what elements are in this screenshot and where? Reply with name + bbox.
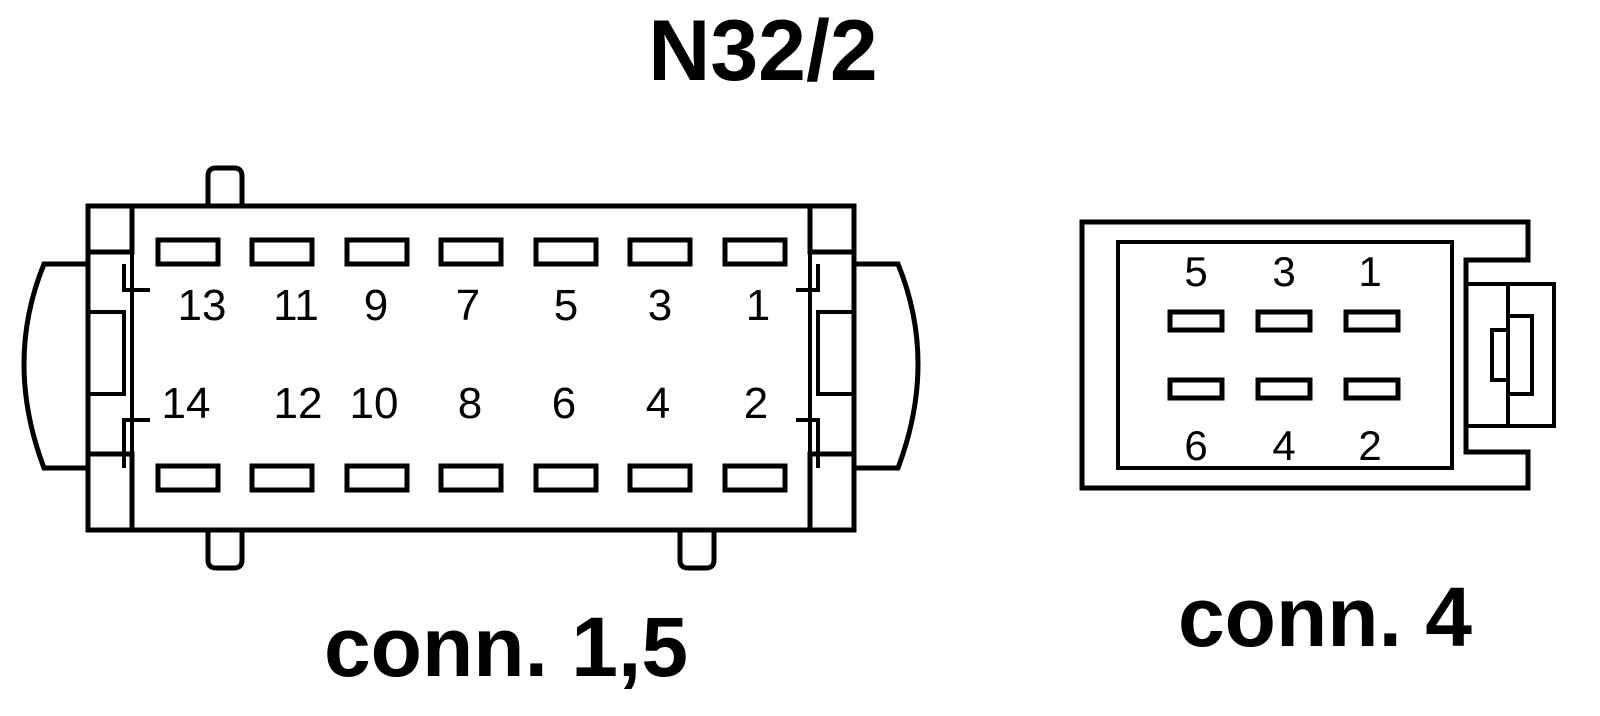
connector-a-corner [807,203,857,255]
connector-a-tab-bottom-right [677,530,717,571]
pin-slot [533,463,599,493]
diagram-title: N32/2 [648,3,878,99]
pin-slot [722,463,788,493]
pin-number: 2 [744,379,768,428]
connector-a-bottom-numbers: 14 12 10 8 6 4 2 [162,379,769,428]
connector-a-latch-right [796,264,820,292]
pin-number: 10 [350,379,399,428]
pin-number: 1 [1358,248,1381,295]
connector-a-latch-right [796,418,820,468]
pin-slot [249,463,315,493]
connector-a-top-slots [155,237,788,267]
connector-a: 13 11 9 7 5 3 1 14 12 10 8 6 4 2 [21,165,921,571]
pin-number: 12 [274,379,323,428]
pin-slot [344,463,410,493]
pin-slot [438,237,504,267]
pin-number: 11 [273,281,319,330]
pin-slot [627,237,693,267]
connector-a-housing [85,203,857,533]
pin-slot [438,463,504,493]
pin-number: 9 [364,281,388,330]
connector-a-bottom-slots [155,463,788,493]
connector-a-corner [85,451,135,533]
connector-a-latch-left [21,261,88,471]
pin-slot [1167,377,1225,401]
pin-slot [155,463,221,493]
pin-number: 7 [456,281,480,330]
connector-a-latch-right [816,310,854,396]
pin-number: 14 [162,379,211,428]
pin-number: 3 [648,281,672,330]
pin-number: 4 [1272,422,1295,469]
pin-slot [344,237,410,267]
pin-slot [1255,309,1313,333]
connector-b: 5 3 1 6 4 2 [1079,219,1556,491]
pin-slot [1167,309,1225,333]
connector-b-latch [1490,328,1510,382]
connector-a-latch-left [88,310,126,396]
connector-a-latch-right [854,261,921,471]
connector-a-corner [85,203,135,255]
pin-slot [1343,309,1401,333]
connector-b-caption: conn. 4 [1178,570,1472,664]
pin-slot [249,237,315,267]
pin-slot [1343,377,1401,401]
connector-a-latch-left [122,418,150,468]
connector-b-latch [1508,314,1534,396]
connector-a-caption: conn. 1,5 [324,600,688,694]
pin-slot [627,463,693,493]
connector-a-latch-left [122,264,150,292]
connector-a-corner [807,451,857,533]
pin-number: 5 [554,281,578,330]
pin-number: 8 [458,379,482,428]
pin-number: 4 [646,379,670,428]
connector-a-top-numbers: 13 11 9 7 5 3 1 [178,281,771,330]
connector-b-inner-frame [1116,240,1454,470]
connector-a-tab-bottom-left [205,530,245,571]
pin-number: 6 [1184,422,1207,469]
pin-slot [1255,377,1313,401]
connector-b-housing [1079,219,1531,491]
connector-a-tab-top [205,165,245,206]
pin-slot [533,237,599,267]
pin-number: 3 [1272,248,1295,295]
pin-slot [155,237,221,267]
pin-number: 13 [178,281,227,330]
pin-number: 1 [746,281,770,330]
pin-slot [722,237,788,267]
pin-number: 2 [1358,422,1381,469]
pin-number: 6 [552,379,576,428]
pin-number: 5 [1184,248,1207,295]
